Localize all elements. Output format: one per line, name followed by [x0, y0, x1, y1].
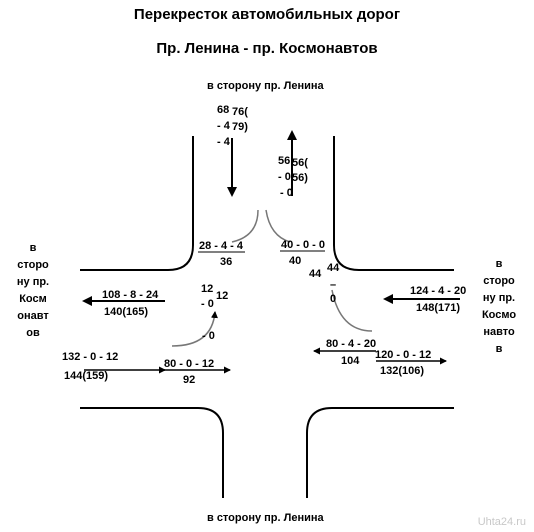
- count-north-out-c: - 0: [280, 187, 293, 199]
- count-center-east-d: 44: [309, 268, 322, 280]
- total-south-right: 104: [341, 355, 360, 367]
- count-west-outbound: 132 - 0 - 12: [62, 351, 119, 363]
- curve-north-right: [231, 209, 259, 243]
- count-north-in-e: 79): [232, 121, 248, 133]
- count-center-east-c: 0: [330, 293, 337, 305]
- direction-label-top: в сторону пр. Ленина: [207, 80, 324, 92]
- count-north-left-turn: 40 - 0 - 0: [281, 239, 326, 251]
- count-south-left: 80 - 0 - 12: [164, 358, 215, 370]
- road-edge-nw: [80, 136, 194, 271]
- count-north-in-d: 76(: [232, 106, 248, 118]
- count-north-in-a: 68: [217, 104, 230, 116]
- direction-label-right: в сторо ну пр. Космо навто в: [481, 258, 517, 355]
- count-center-west-a: 12: [201, 283, 214, 295]
- total-west-outbound: 144(159): [64, 370, 109, 382]
- count-center-west-d: 12: [216, 290, 229, 302]
- watermark: Uhta24.ru: [477, 516, 526, 528]
- count-north-out-e: 56): [292, 172, 308, 184]
- count-north-out-b: - 0: [278, 171, 291, 183]
- count-north-in-b: - 4: [217, 120, 230, 132]
- count-north-in-c: - 4: [217, 136, 230, 148]
- curve-east-left: [331, 289, 373, 332]
- road-edge-sw: [80, 407, 224, 498]
- road-edge-ne: [333, 136, 454, 271]
- count-center-east-b: –: [330, 279, 337, 291]
- total-north-right-turn: 36: [220, 256, 233, 268]
- total-west-inbound: 140(165): [104, 306, 149, 318]
- count-south-right: 80 - 4 - 20: [326, 338, 377, 350]
- total-south-left: 92: [183, 374, 196, 386]
- count-east-inbound: 124 - 4 - 20: [410, 285, 467, 297]
- count-north-right-turn: 28 - 4 - 4: [199, 240, 244, 252]
- count-north-out-d: 56(: [292, 157, 308, 169]
- road-edge-se: [306, 407, 454, 498]
- title-line-2: Пр. Ленина - пр. Космонавтов: [156, 40, 378, 57]
- count-center-west-c: - 0: [202, 330, 215, 342]
- count-east-outbound: 120 - 0 - 12: [375, 349, 432, 361]
- count-north-out-a: 56: [278, 155, 291, 167]
- count-center-east-a: 44: [327, 262, 340, 274]
- total-east-outbound: 132(106): [380, 365, 425, 377]
- curve-north-left: [265, 209, 291, 243]
- count-center-west-b: - 0: [201, 298, 214, 310]
- count-west-inbound: 108 - 8 - 24: [102, 289, 159, 301]
- total-north-left-turn: 40: [289, 255, 302, 267]
- curve-west-left: [171, 311, 218, 347]
- total-east-inbound: 148(171): [416, 302, 461, 314]
- title-line-1: Перекресток автомобильных дорог: [133, 6, 401, 23]
- direction-label-left: в сторо ну пр. Косм онавт ов: [16, 242, 50, 339]
- direction-label-bottom: в сторону пр. Ленина: [207, 512, 324, 524]
